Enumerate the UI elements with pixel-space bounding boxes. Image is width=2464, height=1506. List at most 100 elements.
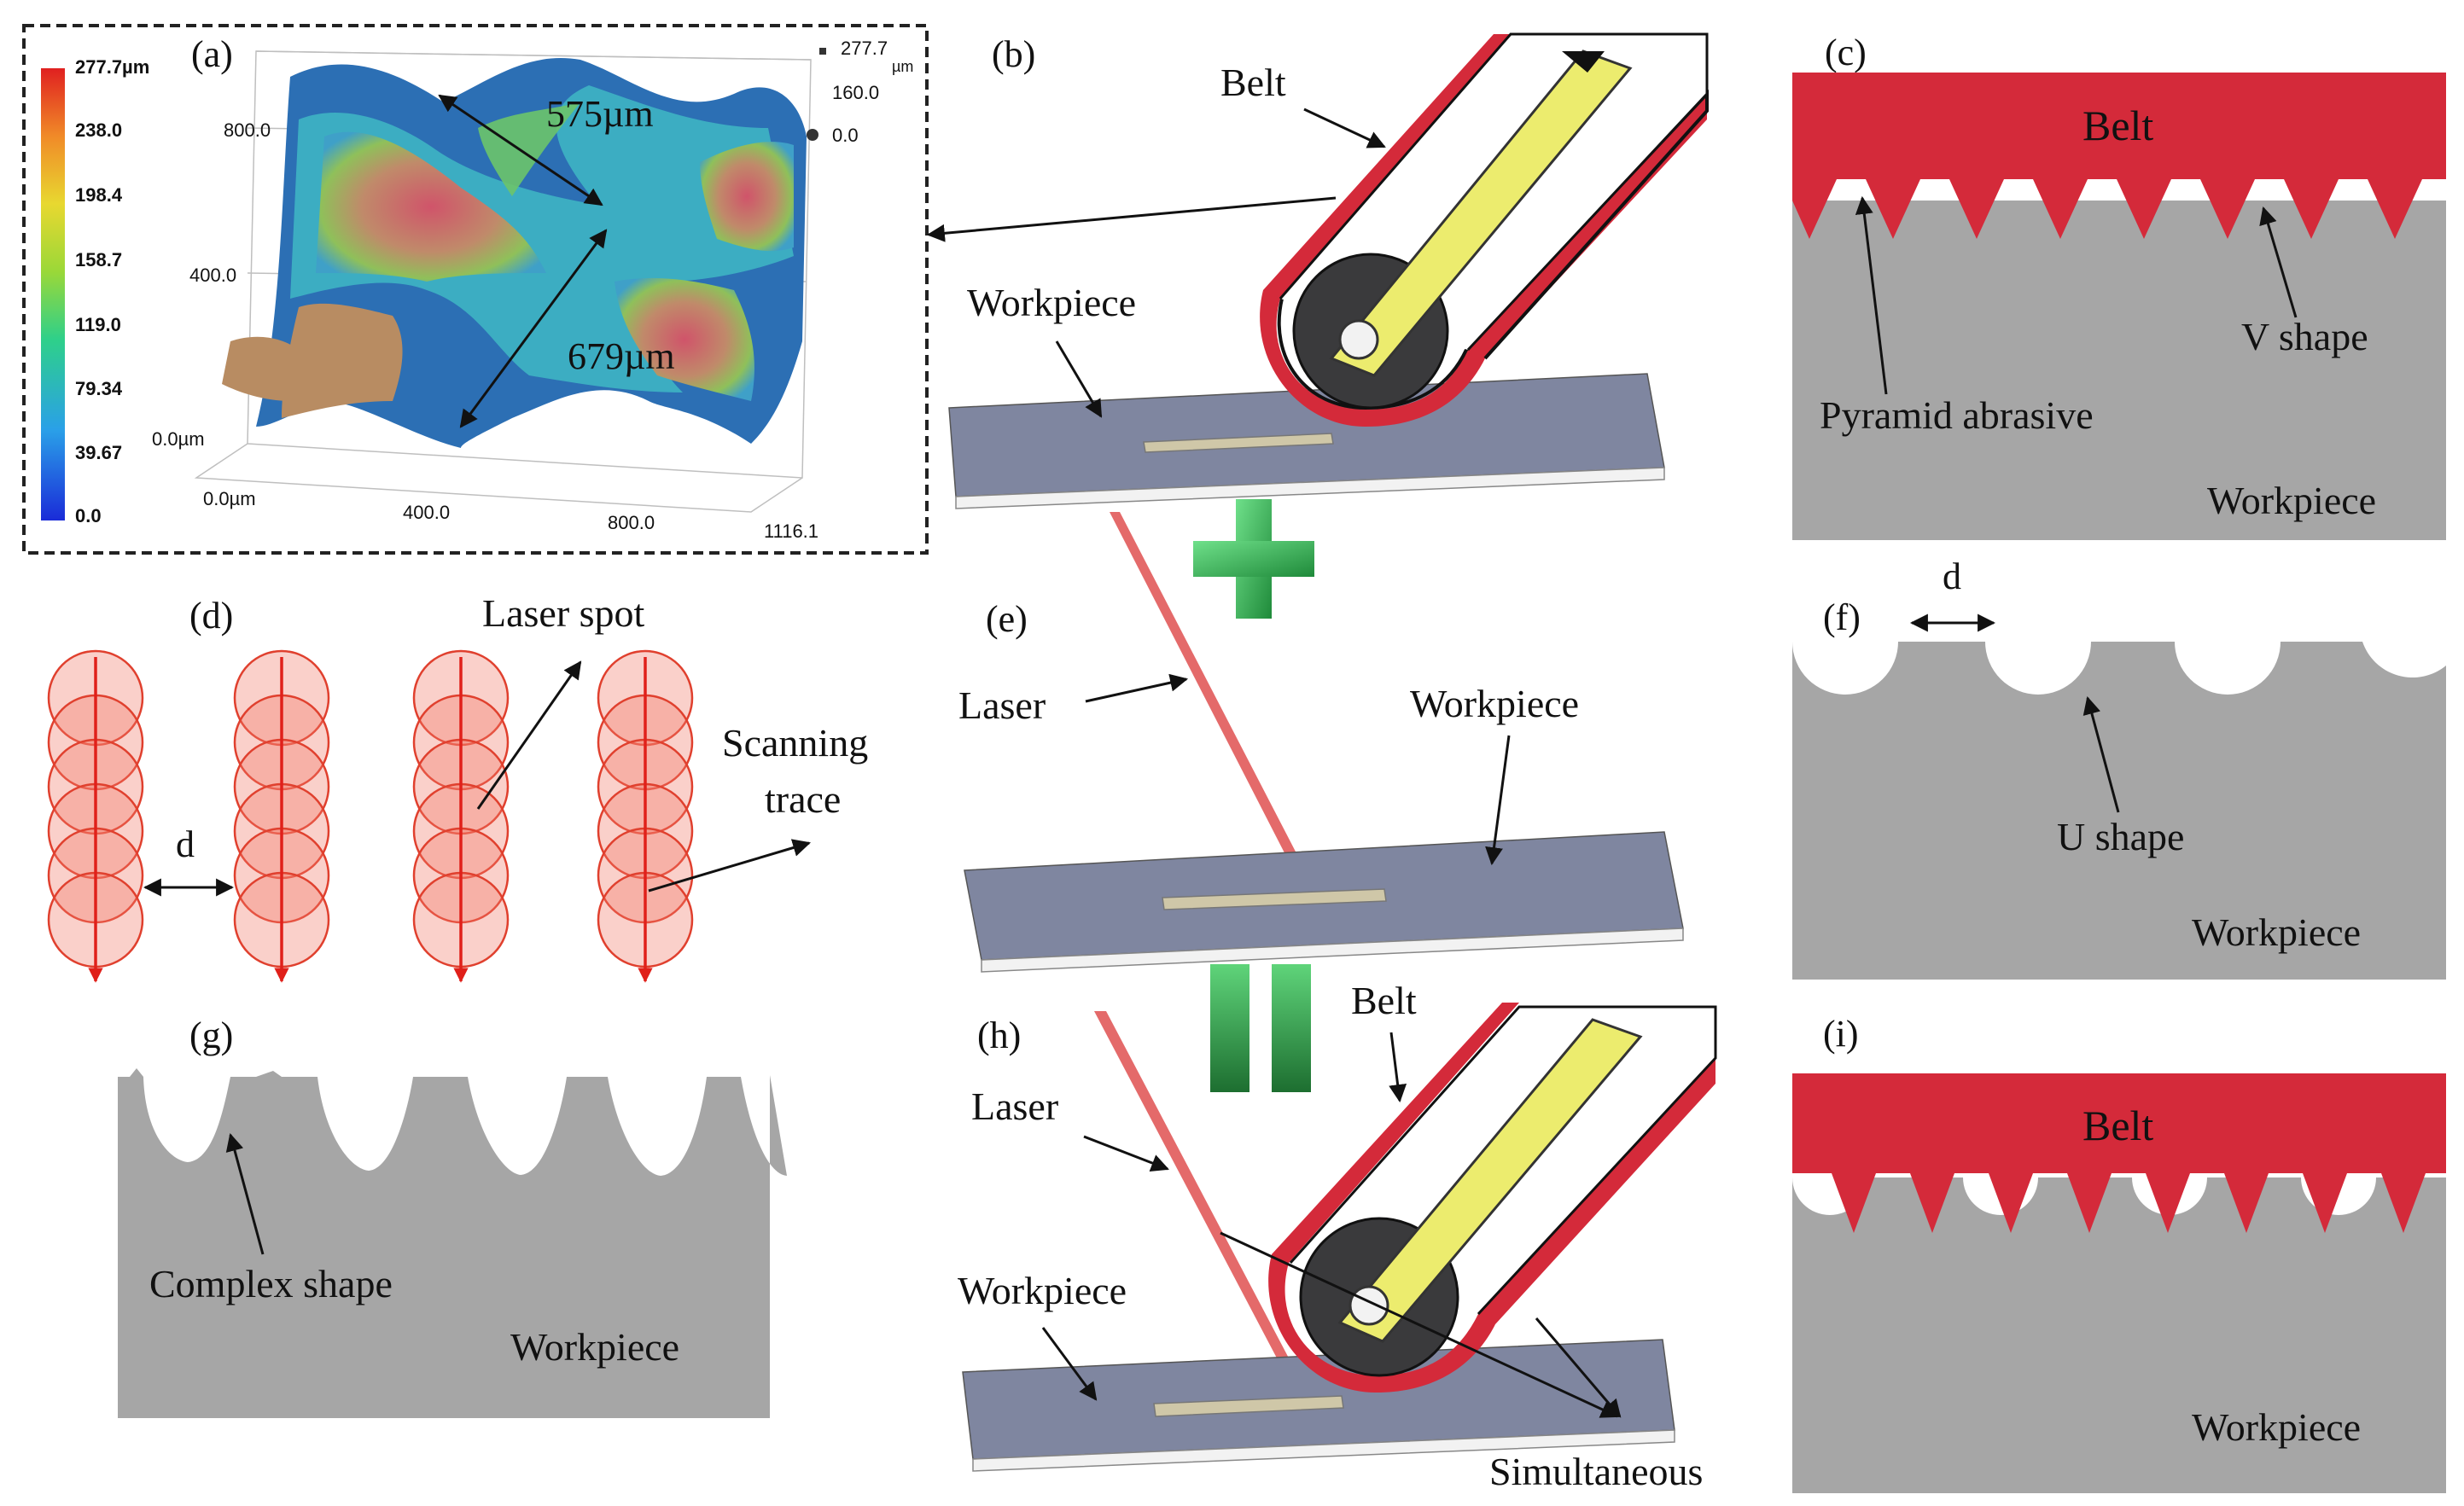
label-workpiece: Workpiece <box>2192 910 2361 954</box>
colorbar-tick: 238.0 <box>75 119 122 141</box>
arrow-simultaneous-belt <box>1535 1317 1622 1418</box>
label-scanning: Scanning <box>722 721 868 765</box>
panel-label-i: (i) <box>1823 1013 1859 1055</box>
label-v-shape: V shape <box>2241 315 2368 358</box>
arrow-laser-spot <box>476 660 582 810</box>
measure-arrow-679 <box>459 229 608 428</box>
label-workpiece: Workpiece <box>510 1325 679 1369</box>
panel-c: (c) Belt V shape Pyramid abrasive Workpi… <box>1792 32 2446 540</box>
arrow-scanning-trace <box>648 839 812 893</box>
plus-sign <box>1193 499 1314 619</box>
label-workpiece: Workpiece <box>967 281 1136 324</box>
belt-v-teeth <box>1792 1073 2446 1233</box>
measure-label-679: 679µm <box>568 335 675 377</box>
y-tick: 0.0µm <box>152 428 205 450</box>
z-legend-marker <box>819 48 826 55</box>
colorbar-tick: 0.0 <box>75 505 102 526</box>
label-laser: Laser <box>958 683 1046 727</box>
panel-label-d: (d) <box>189 595 233 637</box>
panel-label-c: (c) <box>1825 32 1867 73</box>
x-tick: 0.0µm <box>203 488 256 509</box>
panel-label-g: (g) <box>189 1015 233 1056</box>
workpiece-plate <box>962 1339 1675 1472</box>
panel-g: (g) Complex shape Workpiece <box>118 1015 787 1418</box>
panel-label-h: (h) <box>977 1015 1021 1056</box>
measure-arrow-575 <box>438 94 603 206</box>
arrow-laser <box>1085 673 1189 703</box>
measure-label-575: 575µm <box>546 93 654 135</box>
z-legend-text: 277.7 <box>841 38 888 59</box>
z-legend-text: 160.0 <box>832 82 879 103</box>
label-u-shape: U shape <box>2057 815 2184 858</box>
colorbar-tick: 158.7 <box>75 249 122 270</box>
arrow-workpiece <box>1055 340 1103 418</box>
panel-label-a: (a) <box>191 33 233 75</box>
z-legend-text: 0.0 <box>832 125 859 146</box>
x-tick: 400.0 <box>403 502 450 523</box>
label-belt: Belt <box>2082 1102 2153 1149</box>
panel-a: 277.7µm 238.0 198.4 158.7 119.0 79.34 39… <box>22 24 929 555</box>
arrow-workpiece <box>1485 735 1511 866</box>
label-simultaneous: Simultaneous <box>1489 1450 1703 1493</box>
arrow-laser <box>1083 1135 1169 1172</box>
label-belt: Belt <box>2082 102 2153 149</box>
workpiece-plate <box>964 831 1684 973</box>
x-tick: 1116.1 <box>764 520 818 542</box>
label-trace: trace <box>765 777 841 821</box>
panel-f: (f) d U shape Workpiece <box>1792 555 2446 980</box>
label-laser-spot: Laser spot <box>482 591 645 635</box>
y-tick: 800.0 <box>224 119 271 141</box>
label-pyramid: Pyramid abrasive <box>1820 393 2094 437</box>
arrow-u-shape <box>2082 695 2120 813</box>
label-complex-shape: Complex shape <box>149 1262 393 1305</box>
arrow-simultaneous-laser <box>1220 1231 1619 1418</box>
label-workpiece: Workpiece <box>958 1269 1127 1312</box>
label-workpiece: Workpiece <box>2192 1405 2361 1449</box>
panel-i: (i) Belt Workpiece <box>1792 1013 2446 1493</box>
arrow-complex-shape <box>225 1132 265 1255</box>
belt-v-teeth <box>1792 73 2446 239</box>
belt-assembly <box>1260 26 1709 427</box>
workpiece-block <box>1792 201 2446 540</box>
laser-spot-columns <box>47 649 694 968</box>
panel-h: (h) Belt Laser Workpiece Simultaneous <box>958 964 1717 1493</box>
colorbar-tick: 277.7µm <box>75 56 149 78</box>
workpiece-complex-profile <box>118 1075 787 1418</box>
arrow-belt <box>1303 108 1386 148</box>
y-tick: 400.0 <box>189 265 236 286</box>
laser-beam <box>1110 512 1323 904</box>
label-workpiece: Workpiece <box>1410 682 1579 725</box>
panel-label-b: (b) <box>992 33 1035 75</box>
colorbar-tick: 79.34 <box>75 378 123 399</box>
colorbar-tick: 39.67 <box>75 442 122 463</box>
x-tick: 800.0 <box>608 512 655 533</box>
label-belt: Belt <box>1351 979 1417 1022</box>
arrow-pyramid <box>1855 195 1888 395</box>
colorbar-tick: 119.0 <box>75 314 121 335</box>
arrow-workpiece <box>1041 1327 1098 1401</box>
surface-map <box>222 58 807 448</box>
link-arrow-b-to-a <box>926 196 1337 242</box>
z-legend-text: µm <box>892 58 913 75</box>
belt-assembly <box>1268 1003 1717 1393</box>
laser-beam <box>1094 1011 1319 1416</box>
panel-d: (d) d Laser spot Scanning trace <box>47 591 868 983</box>
arrow-belt <box>1389 1032 1407 1103</box>
z-legend-marker <box>807 129 818 141</box>
panel-b: (b) Belt Workpiece <box>948 26 1709 509</box>
label-laser: Laser <box>971 1084 1058 1128</box>
colorbar <box>41 68 65 520</box>
label-d: d <box>1943 555 1961 597</box>
label-workpiece: Workpiece <box>2207 479 2376 522</box>
label-d: d <box>176 823 195 865</box>
workpiece-block <box>1792 1177 2446 1493</box>
panel-label-e: (e) <box>986 598 1028 640</box>
equals-sign <box>1210 964 1311 1092</box>
panel-label-f: (f) <box>1823 596 1861 638</box>
arrow-v-shape <box>2259 206 2298 318</box>
label-belt: Belt <box>1220 61 1286 104</box>
colorbar-tick: 198.4 <box>75 184 123 206</box>
panel-e: (e) Laser Workpiece <box>958 499 1684 973</box>
scan-trace-lines <box>88 657 653 983</box>
